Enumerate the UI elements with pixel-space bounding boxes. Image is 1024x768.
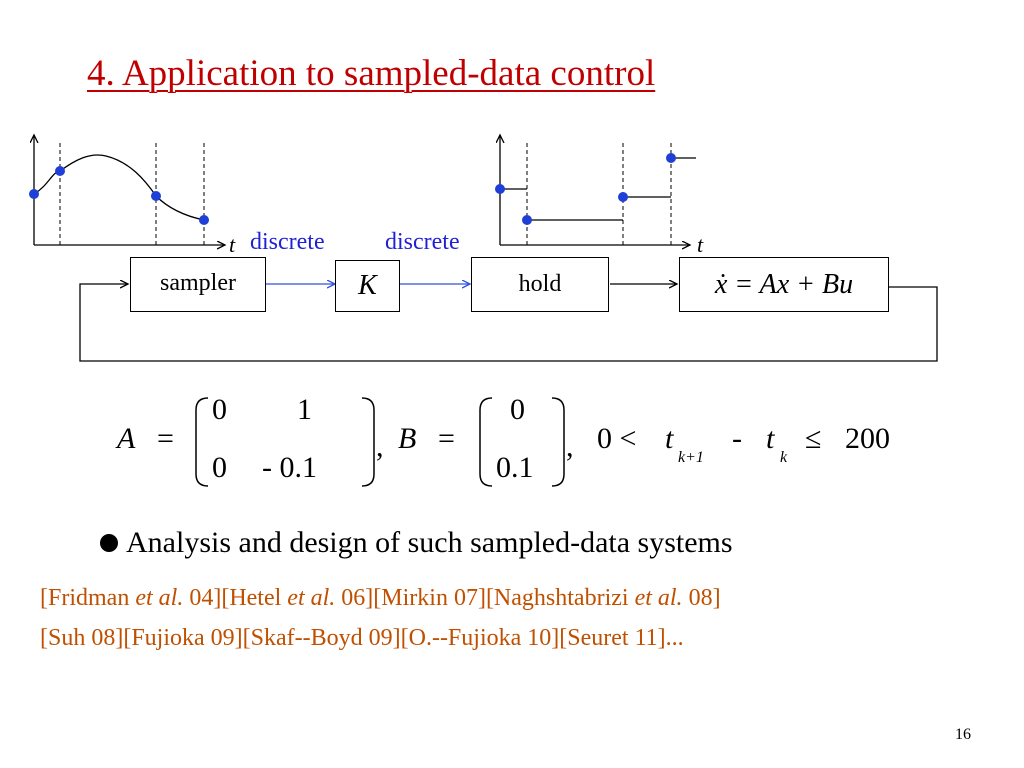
sample-point — [199, 215, 209, 225]
axis-label-t-left: t — [229, 232, 236, 257]
sampler-label: sampler — [160, 270, 236, 296]
t-k: t — [766, 422, 775, 455]
block-diagram — [29, 0, 938, 362]
A-matrix-a21: 0 — [212, 451, 227, 484]
B-symbol: B — [398, 422, 417, 455]
subscript-k: k — [780, 449, 788, 466]
discrete-label-1: discrete — [250, 229, 325, 255]
constraint-lhs: 0 < — [597, 422, 637, 455]
minus: - — [732, 422, 742, 455]
continuous-signal-plot — [29, 135, 225, 245]
plant-block: ẋ = Ax + Bu — [679, 257, 889, 312]
references-line-2: [Suh 08][Fujioka 09][Skaf--Boyd 09][O.--… — [40, 625, 684, 651]
sample-point — [55, 166, 65, 176]
A-matrix-a12: 1 — [297, 393, 312, 426]
B-matrix-b2: 0.1 — [496, 451, 534, 484]
B-matrix-b1: 0 — [510, 393, 525, 426]
page-number: 16 — [955, 726, 971, 743]
bullet-dot — [100, 534, 118, 552]
comma: , — [376, 430, 384, 463]
A-symbol: A — [117, 422, 136, 455]
hold-point — [495, 184, 505, 194]
axis-label-t-right: t — [697, 232, 704, 257]
bullet-item: Analysis and design of such sampled-data… — [100, 526, 733, 560]
bullet-text: Analysis and design of such sampled-data… — [126, 526, 733, 559]
hold-point — [618, 192, 628, 202]
A-matrix-brackets — [195, 397, 375, 487]
references-line-1: [Fridman et al. 04][Hetel et al. 06][Mir… — [40, 585, 721, 611]
constraint-rhs: 200 — [845, 422, 890, 455]
sample-point — [151, 191, 161, 201]
held-signal-plot — [495, 135, 696, 245]
comma: , — [566, 430, 574, 463]
hold-block: hold — [471, 257, 609, 312]
plant-equation: ẋ = Ax + Bu — [714, 268, 854, 300]
slide-title: 4. Application to sampled-data control — [87, 53, 656, 94]
hold-label: hold — [518, 271, 562, 297]
hold-point — [666, 153, 676, 163]
A-matrix-a11: 0 — [212, 393, 227, 426]
A-matrix-a22: - 0.1 — [262, 451, 317, 484]
sample-point — [29, 189, 39, 199]
sampler-block: sampler — [130, 257, 266, 312]
B-matrix-brackets — [479, 397, 565, 487]
controller-label: K — [358, 270, 377, 301]
discrete-label-2: discrete — [385, 229, 460, 255]
feedback-path — [79, 284, 938, 362]
controller-K-block: K — [335, 260, 400, 312]
le-sign: ≤ — [805, 422, 822, 455]
B-equals: = — [438, 422, 455, 455]
A-equals: = — [157, 422, 174, 455]
t-k1: t — [665, 422, 674, 455]
subscript-k1: k+1 — [678, 449, 704, 466]
hold-point — [522, 215, 532, 225]
